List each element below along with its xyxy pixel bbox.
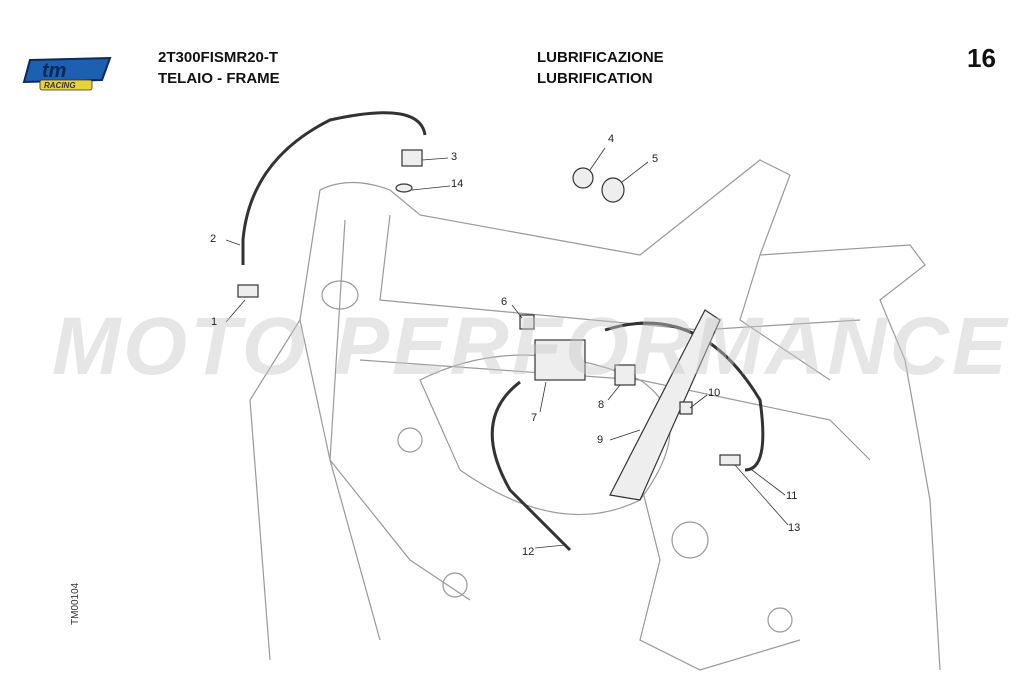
banjo-3	[401, 149, 423, 167]
callout-3: 3	[451, 151, 458, 163]
screw-13	[719, 454, 741, 466]
bearing-5	[601, 177, 625, 203]
damper-8	[614, 364, 636, 386]
oil-hoses	[241, 111, 765, 552]
nut-10	[679, 401, 693, 415]
fitting-1	[237, 284, 259, 298]
page-number: 16	[967, 43, 996, 73]
drawing-reference: TM00104	[70, 582, 81, 625]
oil-pump-7	[534, 339, 586, 381]
bracket-9	[609, 309, 721, 501]
callout-7: 7	[531, 412, 538, 424]
callout-2: 2	[210, 233, 217, 245]
callout-8: 8	[598, 399, 605, 411]
frame-outline	[249, 159, 941, 671]
header-group-block: LUBRIFICAZIONE LUBRIFICATION	[537, 47, 664, 89]
circlip-4	[572, 167, 594, 189]
watermark: MOTO PERFORMANCE	[52, 301, 1010, 392]
header-model-block: 2T300FISMR20-T TELAIO - FRAME	[158, 47, 280, 89]
parts	[237, 149, 741, 501]
callout-11: 11	[786, 490, 798, 502]
callout-14: 14	[451, 178, 464, 190]
callout-10: 10	[708, 387, 721, 399]
svg-text:RACING: RACING	[44, 81, 76, 90]
callout-4: 4	[608, 133, 615, 145]
callout-12: 12	[522, 546, 535, 558]
group-title-it: LUBRIFICAZIONE	[537, 49, 664, 66]
callout-5: 5	[652, 153, 659, 165]
callout-6: 6	[501, 296, 508, 308]
svg-text:tm: tm	[42, 60, 66, 82]
tm-racing-logo: tm RACING	[22, 50, 114, 92]
leader-lines	[225, 147, 789, 549]
callout-13: 13	[788, 522, 801, 534]
callout-9: 9	[597, 434, 604, 446]
nut-6	[519, 314, 535, 330]
callout-1: 1	[211, 316, 218, 328]
group-title-en: LUBRIFICATION	[537, 70, 653, 87]
model-code: 2T300FISMR20-T	[158, 49, 279, 66]
section-title: TELAIO - FRAME	[158, 70, 280, 87]
oring-14	[395, 183, 413, 193]
